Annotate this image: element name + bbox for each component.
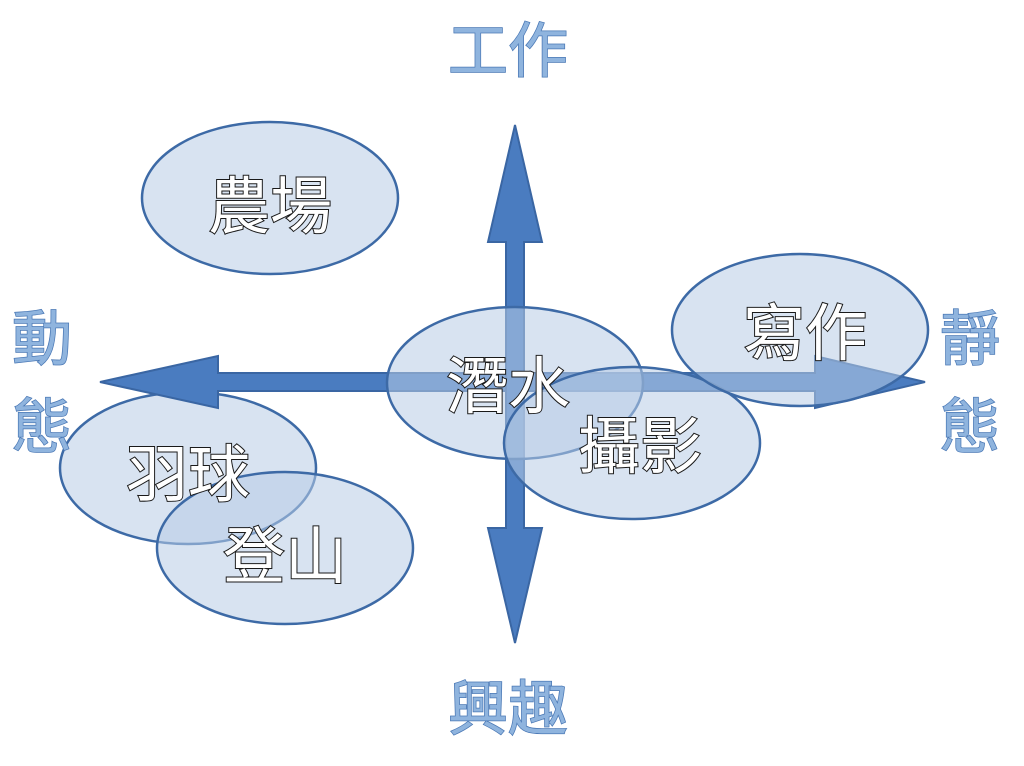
bubble-farm [140, 120, 400, 276]
label-writing: 寫作 [743, 297, 867, 370]
bubble-writing [670, 252, 930, 408]
axis-label-right-1: 靜 [940, 305, 1000, 375]
bubble-photography [502, 365, 762, 521]
label-climbing: 登山 [223, 520, 347, 593]
label-farm: 農場 [208, 170, 332, 243]
axis-label-left-2: 態 [12, 393, 72, 463]
axis-label-bottom: 興趣 [448, 675, 568, 745]
label-photography: 攝影 [578, 410, 702, 483]
label-badminton: 羽球 [126, 438, 250, 511]
bubble-climbing [155, 470, 415, 626]
axis-label-top: 工作 [448, 17, 568, 87]
axis-label-right-2: 態 [940, 393, 1000, 463]
axis-label-left-1: 動 [12, 305, 72, 375]
label-diving: 潛水 [446, 350, 570, 423]
